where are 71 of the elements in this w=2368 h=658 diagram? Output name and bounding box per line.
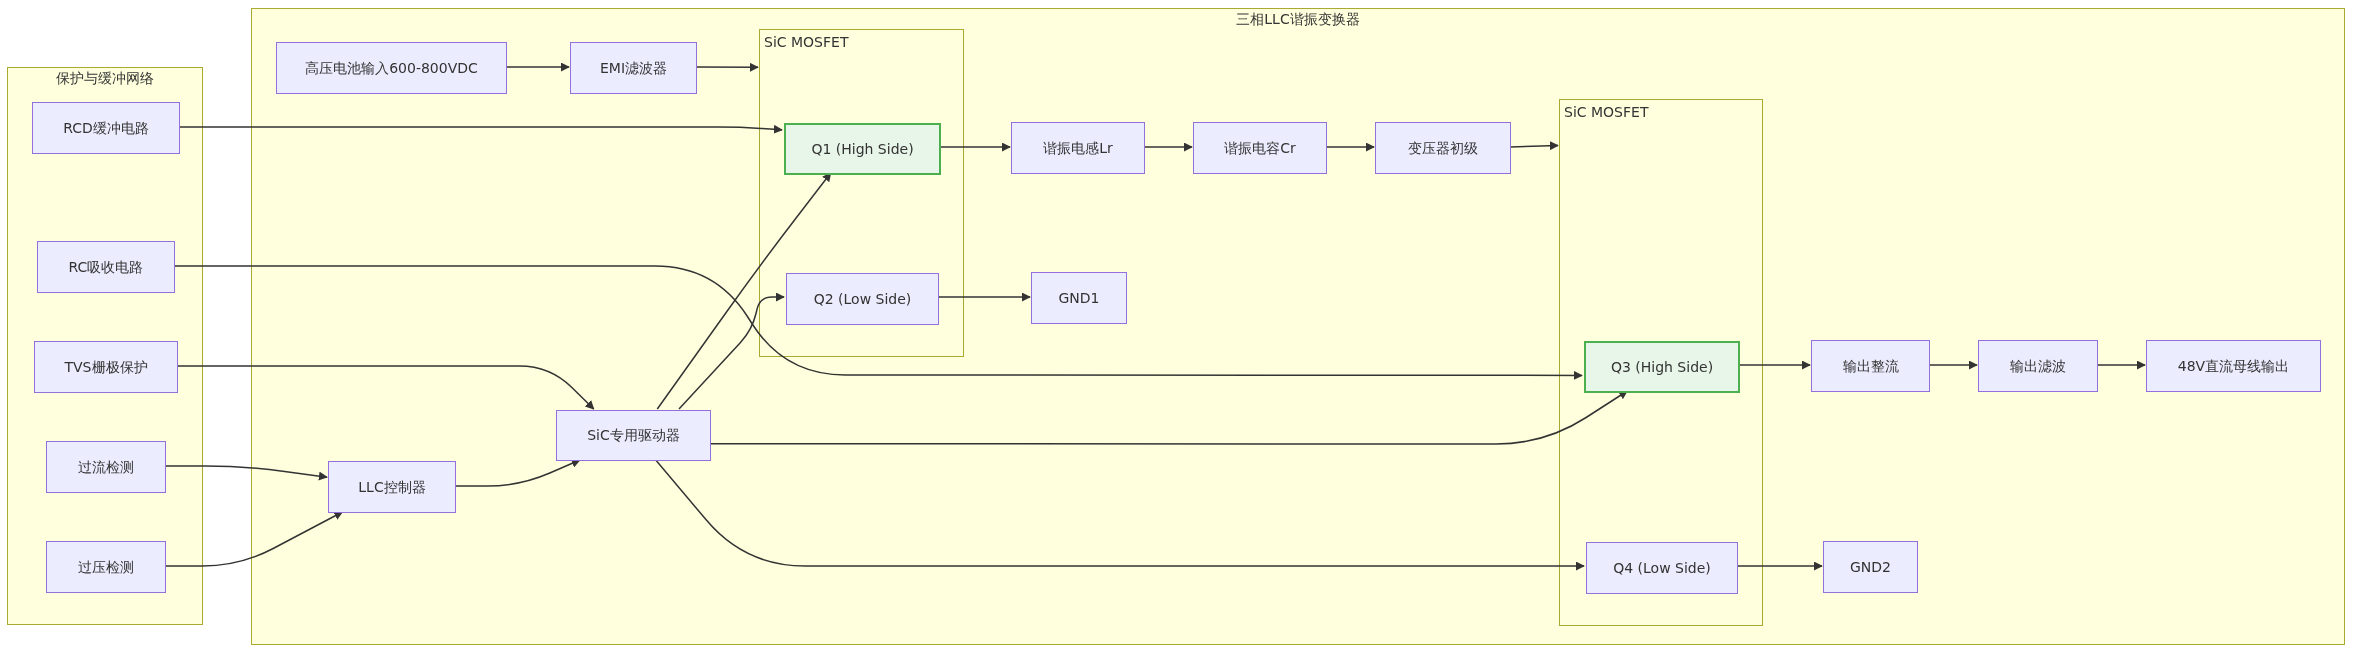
arrow: [164, 511, 344, 567]
box-label: 高压电池输入600-800VDC: [305, 58, 478, 78]
process-box: [37, 241, 175, 293]
group-container: [759, 29, 964, 357]
box-label: Q1 (High Side): [811, 139, 914, 159]
group-container: [251, 8, 2345, 645]
process-box: [328, 461, 456, 513]
box-label: 谐振电容Cr: [1224, 138, 1296, 158]
box-label: TVS栅极保护: [64, 357, 148, 377]
process-box: [1823, 541, 1918, 593]
arrow: [2096, 360, 2146, 370]
box-label: 谐振电感Lr: [1043, 138, 1113, 158]
arrow: [695, 62, 759, 72]
process-box: [1811, 340, 1930, 392]
arrow: [1737, 360, 1811, 370]
box-label: GND2: [1850, 557, 1891, 577]
process-box: [46, 441, 166, 493]
arrow: [678, 292, 785, 410]
group-title: 三相LLC谐振变换器: [1236, 10, 1360, 29]
process-box: [556, 410, 711, 461]
box-label: SiC专用驱动器: [587, 426, 680, 445]
process-box: [1193, 122, 1327, 174]
process-box: [1586, 542, 1738, 594]
group-title: 保护与缓冲网络: [56, 69, 154, 88]
group-title: SiC MOSFET: [1564, 104, 1649, 120]
arrow: [178, 124, 783, 134]
arrow: [176, 365, 595, 410]
arrow: [709, 390, 1628, 445]
process-box: [34, 341, 178, 393]
box-label: Q3 (High Side): [1610, 357, 1714, 377]
arrow: [938, 142, 1011, 152]
process-box: [46, 541, 166, 593]
process-box: [570, 42, 697, 94]
arrow: [173, 265, 1583, 380]
process-box: [1031, 272, 1127, 324]
group-container: [1559, 99, 1763, 626]
arrow: [1143, 142, 1193, 152]
box-label: RC吸收电路: [68, 257, 144, 277]
box-label: 过流检测: [78, 457, 134, 477]
arrow: [505, 62, 570, 72]
highlighted-box: [784, 123, 941, 175]
highlighted-box: [1584, 341, 1740, 393]
process-box: [32, 102, 180, 154]
box-label: RCD缓冲电路: [63, 118, 149, 138]
process-box: [276, 42, 507, 94]
arrow: [936, 292, 1031, 302]
group-container: [7, 67, 203, 625]
process-box: [786, 273, 939, 325]
arrow: [656, 172, 832, 410]
box-label: GND1: [1058, 288, 1100, 308]
arrow: [1325, 142, 1375, 152]
arrow: [655, 459, 1585, 571]
process-box: [1375, 122, 1511, 174]
arrow: [1735, 561, 1823, 571]
box-label: 输出整流: [1842, 356, 1899, 376]
box-label: EMI滤波器: [599, 58, 668, 78]
box-label: 过压检测: [78, 557, 134, 577]
box-label: 48V直流母线输出: [2177, 356, 2290, 376]
arrow: [454, 459, 581, 487]
arrow: [1509, 141, 1559, 151]
box-label: LLC控制器: [358, 477, 426, 497]
box-label: Q2 (Low Side): [813, 289, 912, 309]
process-box: [2146, 340, 2321, 392]
box-label: 输出滤波: [2010, 356, 2066, 376]
process-box: [1978, 340, 2098, 392]
box-label: Q4 (Low Side): [1613, 558, 1711, 578]
arrow: [1928, 360, 1978, 370]
process-box: [1011, 122, 1145, 174]
box-label: 变压器初级: [1408, 138, 1478, 158]
arrow: [164, 465, 328, 481]
group-title: SiC MOSFET: [764, 34, 849, 50]
